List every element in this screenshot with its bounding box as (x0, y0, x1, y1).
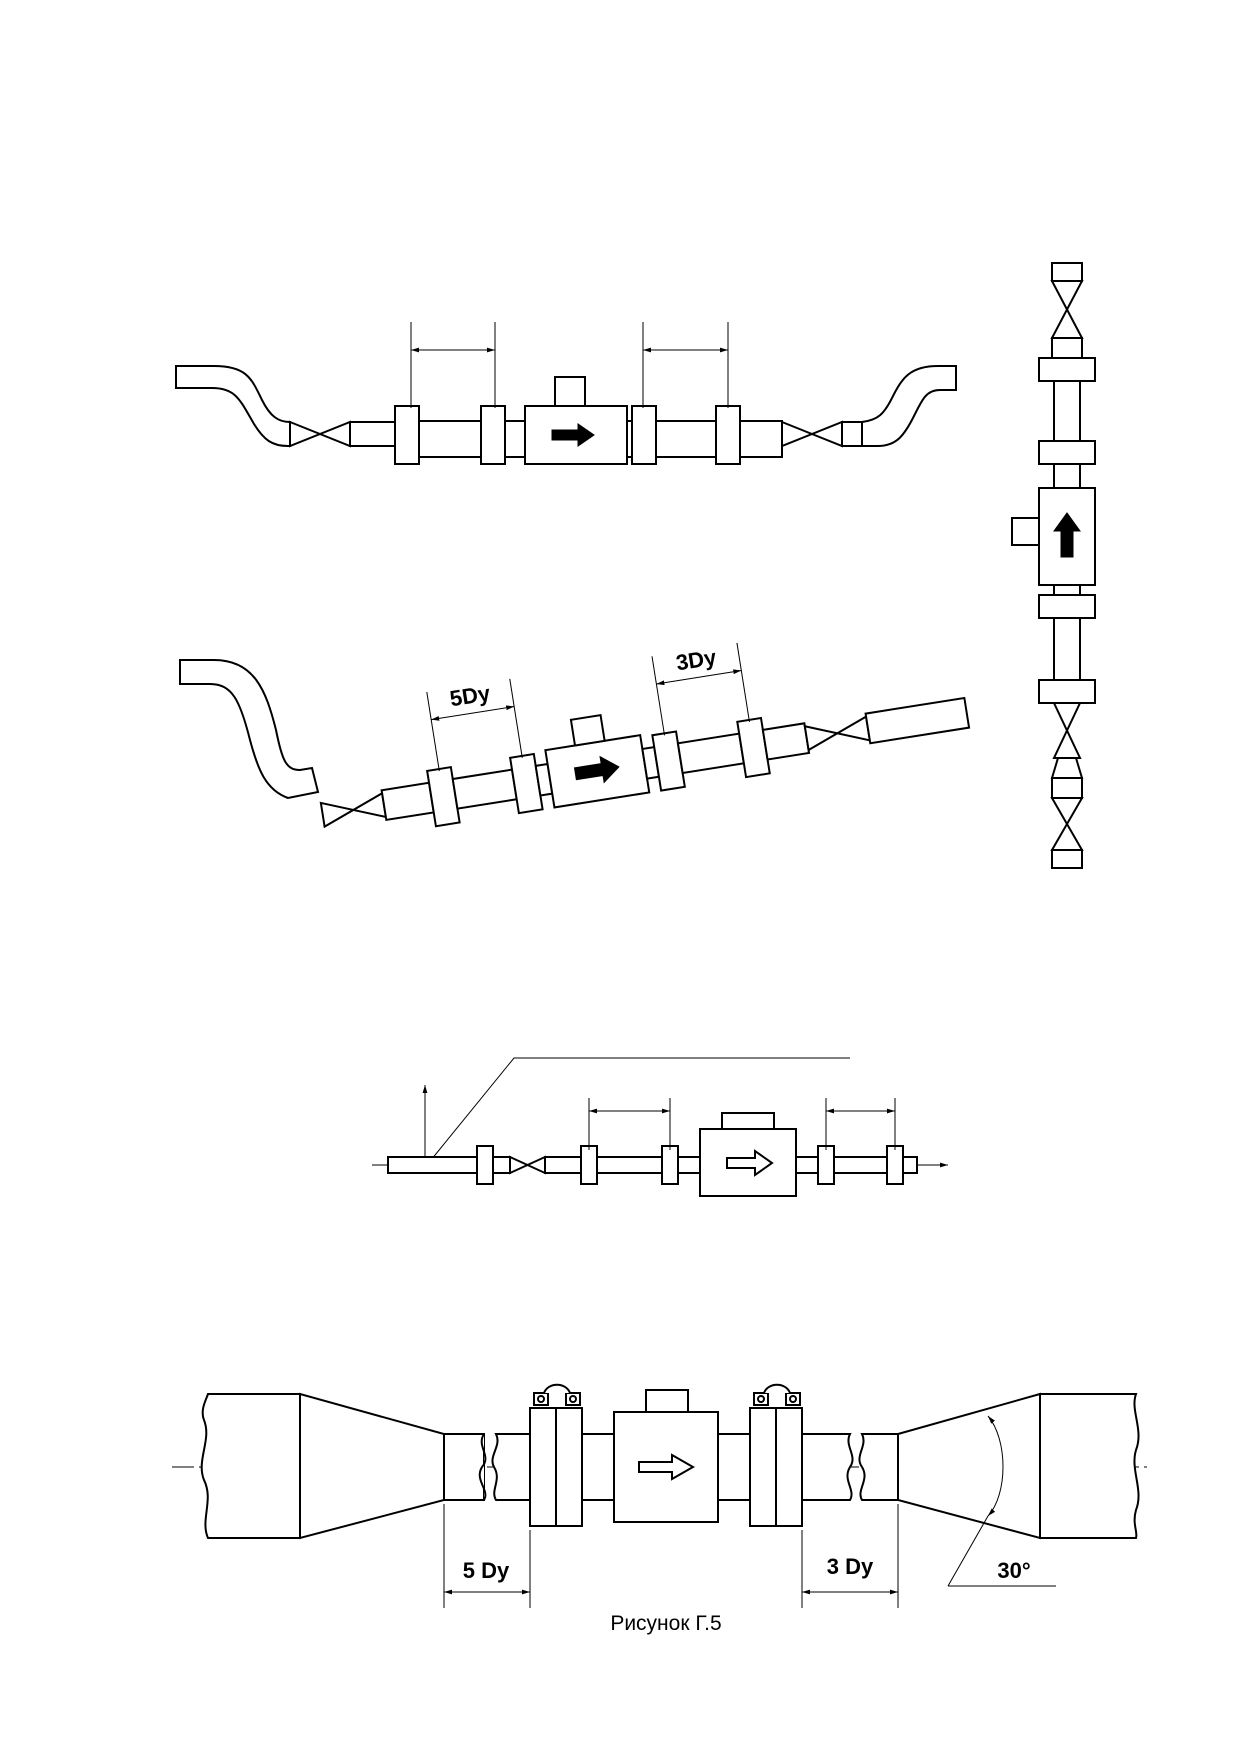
meter-head (554, 376, 586, 407)
meter-head (569, 713, 606, 747)
flange (886, 1145, 904, 1185)
flange (817, 1145, 835, 1185)
upstream-distance-label: 5Dy (448, 680, 493, 711)
flange (476, 1145, 494, 1185)
horizontal-pipeline (175, 322, 957, 465)
flange (480, 405, 506, 465)
flange (394, 405, 420, 465)
flange (775, 1407, 803, 1527)
flow-arrow-icon (573, 755, 620, 784)
downstream-distance-label: 3 Dy (827, 1554, 874, 1579)
pipeline-with-riser (372, 1057, 948, 1197)
flange (631, 405, 657, 465)
flange (715, 405, 741, 465)
flange (1038, 594, 1096, 619)
flange (1038, 679, 1096, 704)
reducer-installation: 30° 5 Dy 3 Dy (172, 1383, 1150, 1608)
ground-terminal-icon (753, 1383, 801, 1406)
figure-caption: Рисунок Г.5 (610, 1612, 721, 1635)
flange (1038, 357, 1096, 382)
flange (580, 1145, 598, 1185)
meter-head (1011, 517, 1040, 546)
flow-arrow-icon (551, 423, 595, 447)
flange (1038, 440, 1096, 465)
flange (529, 1407, 557, 1527)
cone-angle-label: 30° (997, 1558, 1030, 1583)
vertical-pipeline (1011, 262, 1096, 869)
flowmeter (613, 1411, 719, 1523)
meter-head (721, 1112, 775, 1130)
meter-head (645, 1389, 689, 1413)
flange (749, 1407, 777, 1527)
ground-terminal-icon (533, 1383, 581, 1406)
downstream-distance-label: 3Dy (674, 644, 719, 675)
upstream-distance-label: 5 Dy (463, 1558, 510, 1583)
inclined-pipeline: 5Dy 3Dy (179, 642, 971, 829)
flange (661, 1145, 679, 1185)
flow-arrow-icon (1053, 512, 1081, 558)
flow-arrow-outline-icon (638, 1453, 696, 1481)
flow-arrow-outline-icon (726, 1149, 774, 1177)
flange (555, 1407, 583, 1527)
